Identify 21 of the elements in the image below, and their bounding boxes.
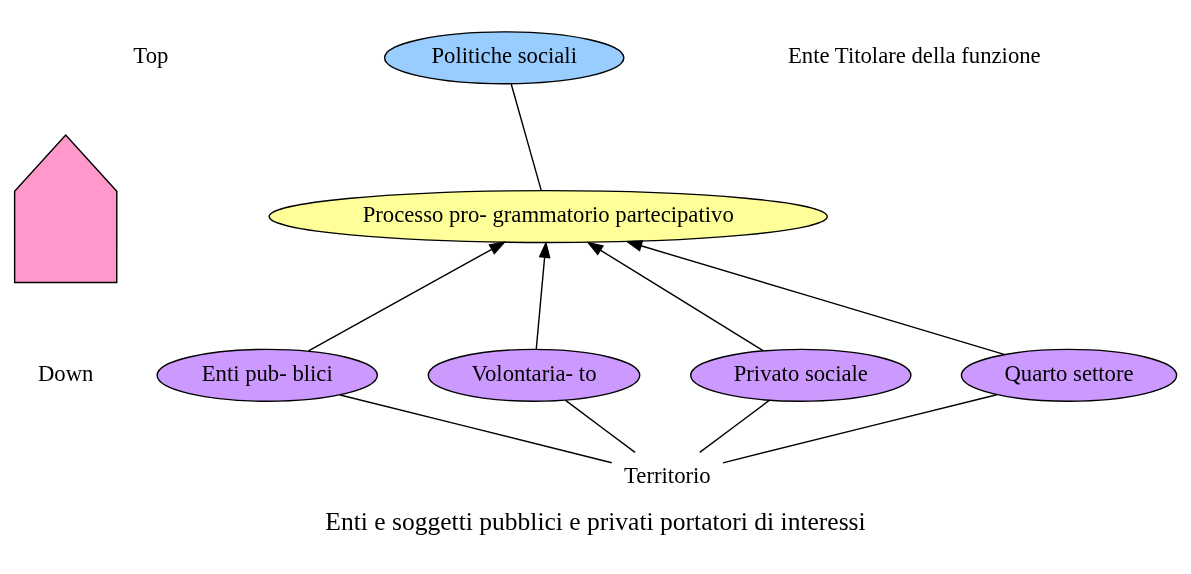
arrow bbox=[535, 240, 551, 350]
node-ellipse: Enti pub- blici bbox=[156, 348, 378, 402]
node-ellipse: Privato sociale bbox=[690, 348, 912, 402]
node-text: Territorio bbox=[624, 462, 711, 488]
node-ellipse: Quarto settore bbox=[960, 348, 1178, 402]
node-ellipse: Volontaria- to bbox=[427, 348, 641, 402]
arrow bbox=[586, 241, 764, 351]
label: Down bbox=[37, 360, 94, 386]
connector bbox=[339, 393, 613, 463]
connector bbox=[510, 83, 542, 191]
node-ellipse: Processo pro- grammatorio partecipativo bbox=[268, 189, 828, 243]
node-arrow bbox=[13, 133, 118, 283]
connector bbox=[722, 393, 998, 464]
label: Ente Titolare della funzione bbox=[788, 42, 1041, 68]
connector bbox=[564, 399, 636, 453]
connector bbox=[699, 399, 770, 453]
label: Top bbox=[133, 42, 169, 68]
arrow bbox=[625, 239, 1005, 355]
arrow bbox=[307, 240, 507, 352]
caption: Enti e soggetti pubblici e privati portatori di interessi bbox=[325, 506, 866, 536]
node-ellipse: Politiche sociali bbox=[383, 30, 625, 84]
